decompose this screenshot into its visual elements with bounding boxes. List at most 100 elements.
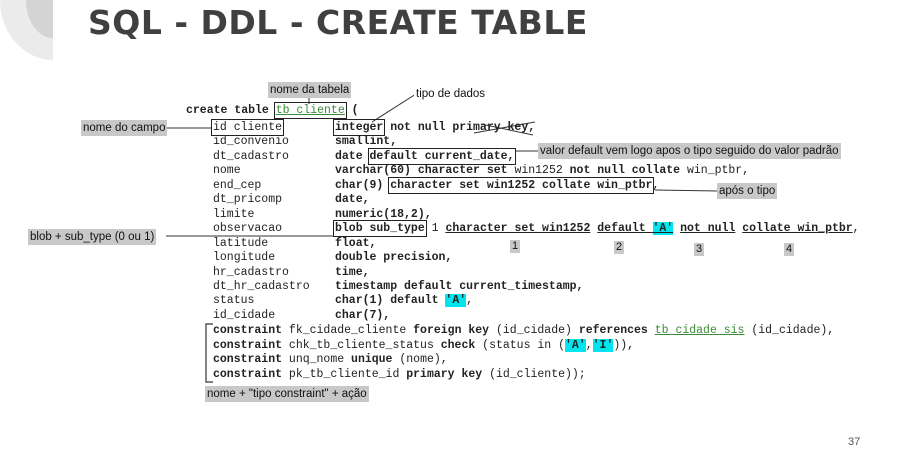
code-token: unique (351, 353, 400, 367)
column-name-text: longitude (213, 251, 276, 265)
constraint-bracket (205, 323, 213, 383)
column-definition: varchar(60) character set win1252 not nu… (335, 164, 749, 178)
code-token: win1252 (514, 164, 563, 178)
slide-title: SQL - DDL - CREATE TABLE (88, 3, 588, 42)
column-definition: char(1) default 'A', (335, 294, 473, 308)
code-token: char(7), (335, 308, 391, 322)
column-definition: numeric(18,2), (335, 208, 432, 222)
code-token: blob sub_type (333, 220, 427, 238)
code-token: numeric(18,2), (335, 207, 432, 221)
strike-line (480, 123, 534, 136)
column-definition: blob sub_type 1 character set win1252 de… (333, 220, 860, 238)
code-token: (status in ( (482, 338, 565, 352)
code-token: default (597, 222, 653, 236)
order-number-2: 2 (614, 241, 625, 254)
code-token: (id_cliente)); (489, 367, 586, 381)
code-token: , (585, 338, 593, 352)
column-name: dt_hr_cadastro (213, 280, 310, 294)
column-definition: char(7), (335, 309, 390, 323)
code-token: tb cliente (273, 102, 347, 119)
code-token: default current_date, (367, 147, 517, 165)
label-field-name: nome do campo (81, 120, 168, 136)
column-definition: integer not null primary key, (332, 119, 536, 136)
code-token: date, (335, 193, 370, 207)
code-token: , (466, 294, 474, 308)
label-default-value: valor default vem logo apos o tipo segui… (538, 143, 841, 159)
column-name-text: status (213, 294, 255, 308)
column-name-text: dt_pricomp (213, 193, 283, 207)
column-definition: date default current_date, (335, 147, 517, 165)
code-token: create table (186, 104, 276, 117)
code-token: constraint (213, 367, 289, 381)
code-token: char(9) (335, 178, 391, 192)
column-name-text: hr_cadastro (213, 265, 289, 279)
column-definition: time, (335, 266, 370, 280)
code-token: constraint (213, 353, 289, 367)
code-token: win_ptbr, (686, 164, 750, 178)
column-name: latitude (213, 237, 268, 251)
column-name: status (213, 294, 254, 308)
code-token: , (852, 222, 860, 236)
code-token: varchar(60) character set (335, 164, 515, 178)
code-token: references (578, 324, 655, 338)
column-name: longitude (213, 251, 275, 265)
code-token: character set win1252 collate win_ptbr (388, 176, 655, 194)
column-name-text: limite (213, 207, 255, 221)
code-token: (id_cidade), (744, 324, 835, 338)
column-name: id_convenio (213, 135, 289, 149)
order-number-4: 4 (784, 243, 795, 256)
code-token: (nome), (399, 353, 448, 367)
code-token: date (335, 149, 370, 163)
column-name: dt_pricomp (213, 193, 282, 207)
column-name-text: dt_hr_cadastro (213, 279, 310, 293)
code-token: foreign key (413, 324, 496, 338)
column-name: id_cidade (213, 309, 275, 323)
column-name: hr_cadastro (213, 266, 289, 280)
label-blob: blob + sub_type (0 ou 1) (28, 229, 157, 245)
code-token: check (440, 338, 483, 352)
column-name: limite (213, 208, 254, 222)
code-token: ( (344, 104, 359, 117)
code-token: float, (335, 236, 377, 250)
code-token: , (652, 178, 660, 192)
column-name: id cliente (210, 119, 285, 136)
column-name-text: id cliente (210, 119, 285, 136)
column-name: end_cep (213, 179, 261, 193)
code-token: character set win1252 (445, 222, 591, 236)
code-token: smallint, (335, 135, 398, 149)
code-token: tb cidade sis (654, 324, 745, 338)
order-number-3: 3 (694, 243, 705, 256)
code-token: (id_cidade) (495, 324, 579, 338)
code-token: not null collate (562, 164, 687, 178)
code-token: char(1) default (335, 294, 446, 308)
strike-line (473, 121, 536, 134)
column-definition: double precision, (335, 251, 452, 265)
column-name-text: latitude (213, 236, 269, 250)
code-token: )), (613, 338, 635, 352)
constraint-line: constraint pk_tb_cliente_id primary key … (213, 368, 586, 382)
constraint-line: constraint chk_tb_cliente_status check (… (213, 338, 635, 353)
code-token: time, (335, 265, 370, 279)
page-number: 37 (848, 436, 861, 448)
column-definition: float, (335, 237, 376, 251)
column-name: nome (213, 164, 241, 178)
column-definition: smallint, (335, 135, 397, 149)
label-data-type: tipo de dados (414, 86, 488, 102)
code-token: 'A' (445, 294, 467, 308)
code-token: 'A' (652, 222, 674, 236)
column-name-text: id_cidade (213, 308, 276, 322)
code-token: 'A' (565, 338, 586, 352)
create-table-line: create table tb cliente ( (186, 102, 359, 119)
code-token: constraint (213, 324, 289, 338)
code-token: primary key (406, 367, 490, 381)
column-definition: char(9) character set win1252 collate wi… (335, 176, 660, 194)
label-table-name: nome da tabela (268, 82, 352, 98)
column-name-text: dt_cadastro (213, 149, 289, 163)
code-token: timestamp default current_timestamp, (335, 279, 584, 293)
code-token: not null primary key, (383, 121, 536, 134)
constraint-line: constraint fk_cidade_cliente foreign key… (213, 324, 834, 338)
label-after-type: após o tipo (717, 183, 778, 199)
column-name-text: id_convenio (213, 135, 289, 149)
code-token: double precision, (335, 251, 453, 265)
